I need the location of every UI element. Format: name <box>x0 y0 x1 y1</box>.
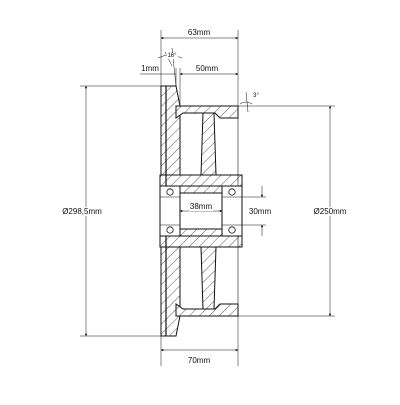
label-backing <box>194 64 220 73</box>
taper-arc <box>239 101 253 105</box>
dim-298-label: Ø298,5mm <box>62 207 102 216</box>
label-backing <box>61 207 104 216</box>
label-backing <box>252 93 261 99</box>
lower-web-section <box>200 246 217 310</box>
hub-bore-section-lower <box>179 228 223 237</box>
lower-hub-section <box>159 235 243 248</box>
label-backing <box>247 207 273 216</box>
dim-1-label: 1mm <box>141 64 159 73</box>
dim-63-label: 63mm <box>188 28 211 37</box>
upper-hub-section <box>159 174 243 187</box>
dim-250-label: Ø250mm <box>314 207 347 216</box>
bearing-left <box>159 185 181 237</box>
dim-30-label: 30mm <box>249 207 272 216</box>
dim-38-label: 38mm <box>190 202 213 211</box>
hub-bore-section <box>179 185 223 194</box>
label-backing <box>140 64 161 73</box>
label-backing <box>188 202 214 211</box>
dim-3-label: 3° <box>253 93 259 99</box>
label-backing <box>186 28 212 37</box>
dim-16-label: 16° <box>167 53 177 59</box>
label-backing <box>312 207 348 216</box>
label-backing <box>166 53 179 59</box>
dim-50-label: 50mm <box>196 64 219 73</box>
bearing-right <box>221 185 243 237</box>
label-backing <box>186 356 212 365</box>
upper-web-section <box>200 112 217 176</box>
dim-70-label: 70mm <box>188 356 211 365</box>
